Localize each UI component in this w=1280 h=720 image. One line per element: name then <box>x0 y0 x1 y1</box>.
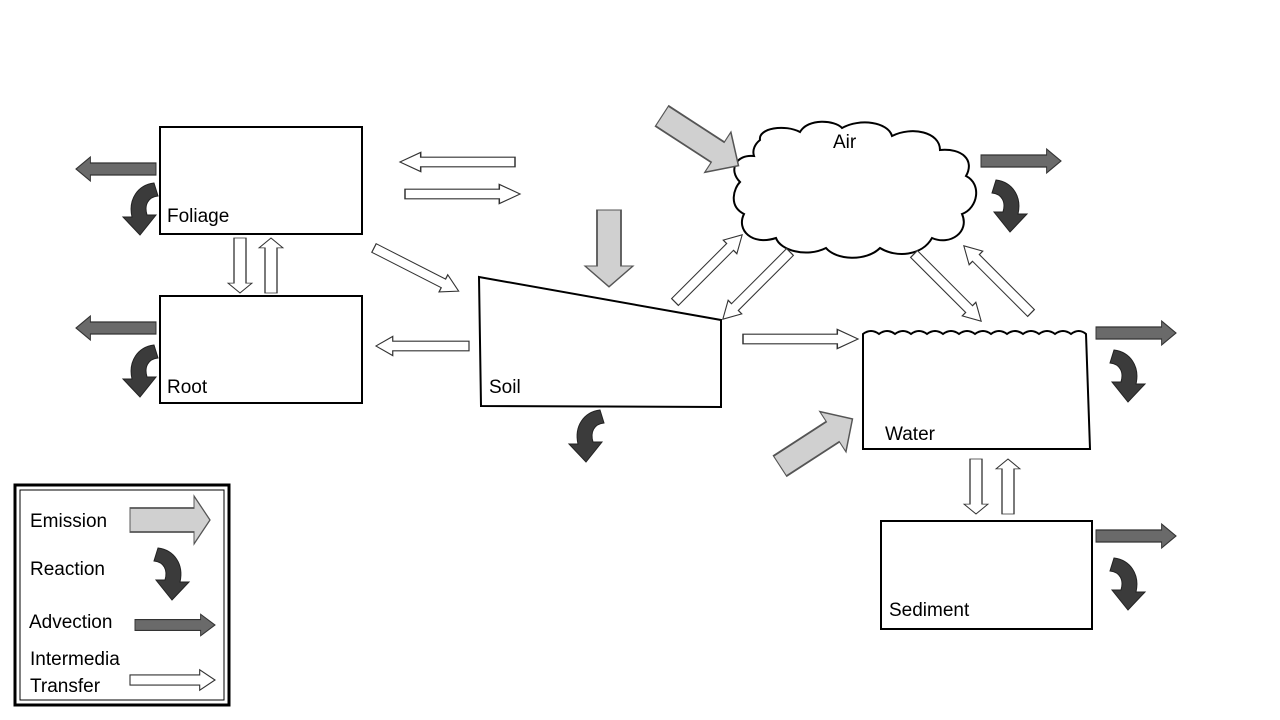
water-reaction-arrow <box>1109 349 1146 403</box>
root-label: Root <box>167 377 208 398</box>
foliage-advection-arrow <box>75 156 157 182</box>
legend-advection-label: Advection <box>29 612 112 633</box>
root-to-foliage-transfer-arrow <box>258 237 284 294</box>
foliage-to-soil-transfer-arrow <box>369 238 464 301</box>
legend-inner-border <box>19 489 225 701</box>
foliage-label: Foliage <box>167 206 229 227</box>
soil-reaction-arrow <box>568 409 605 463</box>
soil-box <box>477 275 722 409</box>
emission-to-soil-arrow <box>583 209 635 288</box>
emission-to-water-arrow <box>772 410 854 478</box>
foliage-to-air-transfer-arrow <box>404 183 521 205</box>
legend-advection-arrow <box>134 613 216 637</box>
sediment-label: Sediment <box>889 600 970 621</box>
foliage-reaction-arrow <box>122 182 159 236</box>
emission-to-air-arrow <box>654 104 740 174</box>
root-box <box>159 295 363 404</box>
air-cloud <box>732 120 977 259</box>
air-to-soil-transfer-arrow <box>715 244 798 327</box>
legend-intermedia-label-line2: Transfer <box>30 676 101 697</box>
soil-label: Soil <box>489 377 521 398</box>
water-label: Water <box>885 424 936 445</box>
legend-reaction-label: Reaction <box>30 559 105 580</box>
air-label: Air <box>833 132 857 153</box>
legend-emission-arrow <box>129 494 211 546</box>
sediment-box <box>880 520 1093 630</box>
legend-outer-border <box>13 483 231 707</box>
root-advection-arrow <box>75 315 157 341</box>
soil-to-air-transfer-arrow <box>667 227 750 310</box>
legend-reaction-arrow <box>153 547 190 601</box>
sediment-advection-arrow <box>1095 523 1177 549</box>
legend-transfer-arrow <box>129 669 216 691</box>
foliage-to-root-transfer-arrow <box>227 237 253 294</box>
water-to-sediment-transfer-arrow <box>963 458 989 515</box>
soil-to-water-transfer-arrow <box>742 328 859 350</box>
legend-emission-label: Emission <box>30 511 107 532</box>
sediment-to-water-transfer-arrow <box>995 458 1021 515</box>
legend: Emission Reaction Advection Intermedia T… <box>13 483 231 707</box>
soil-to-root-transfer-arrow <box>375 335 470 357</box>
water-box <box>862 330 1092 450</box>
water-advection-arrow <box>1095 320 1177 346</box>
foliage-box <box>159 126 363 235</box>
air-to-foliage-transfer-arrow <box>399 151 516 173</box>
legend-intermedia-label-line1: Intermedia <box>30 649 120 670</box>
root-reaction-arrow <box>122 344 159 398</box>
sediment-reaction-arrow <box>1109 557 1146 611</box>
air-advection-arrow <box>980 148 1062 174</box>
air-reaction-arrow <box>991 179 1028 233</box>
